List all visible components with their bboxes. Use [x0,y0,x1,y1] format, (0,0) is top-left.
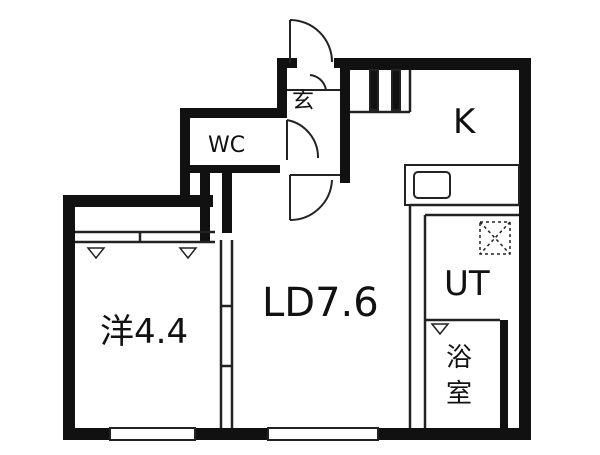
wc-door-swing [286,119,320,160]
closet-markers [86,247,450,336]
window-western [109,427,196,441]
ld-door-swing [289,175,333,222]
washer-space [479,221,511,255]
label-genkan: 玄 [292,89,314,114]
front-door-swing [289,19,333,63]
kitchen-fixtures [369,69,520,206]
interior-walls [75,70,519,428]
label-ld: LD7.6 [262,280,379,326]
label-wc: WC [208,133,245,158]
label-ut: UT [444,264,490,304]
doors [286,19,340,222]
kitchen-counter [404,164,520,206]
window-ld [267,427,379,441]
windows [109,427,379,441]
label-bath-bottom: 室 [446,379,472,409]
kitchen-sink [413,171,451,199]
label-kitchen: K [453,102,477,142]
label-bath-top: 浴 [446,343,472,373]
room-labels: 玄 WC K LD7.6 洋4.4 UT 浴 室 [100,89,490,409]
label-western: 洋4.4 [100,312,188,352]
